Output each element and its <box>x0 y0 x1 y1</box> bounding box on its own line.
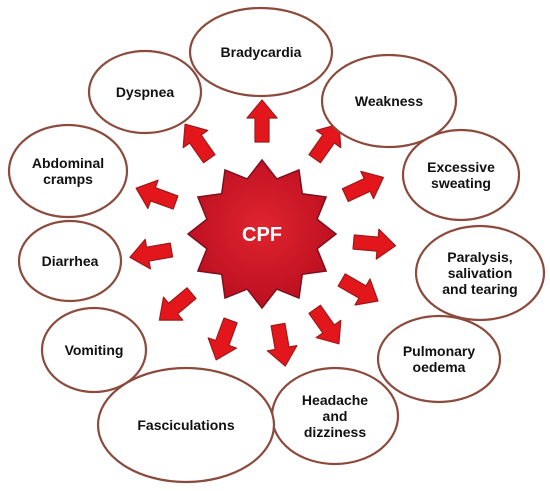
node-label-vomiting-line-1: Vomiting <box>65 342 124 358</box>
node-label-excessive-sweating-line-2: sweating <box>431 175 491 191</box>
arrow-4 <box>352 228 397 260</box>
node-weakness: Weakness <box>320 53 458 149</box>
node-label-pulmonary-oedema-line-2: oedema <box>413 359 466 375</box>
arrows-layer <box>129 99 397 367</box>
node-label-paralysis-line-3: and tearing <box>442 281 517 297</box>
node-ellipse-abdominal-cramps <box>7 123 129 219</box>
node-ellipse-dyspnea <box>87 49 203 135</box>
center-label: CPF <box>242 224 282 246</box>
node-label-bradycardia-line-1: Bradycardia <box>221 44 302 60</box>
arrow-6 <box>308 304 342 345</box>
node-dyspnea: Dyspnea <box>87 49 203 135</box>
node-label-weakness-line-1: Weakness <box>355 93 423 109</box>
arrow-3 <box>341 170 384 203</box>
node-bradycardia: Bradycardia <box>188 6 334 98</box>
node-ellipse-paralysis <box>414 224 546 322</box>
arrow-12 <box>182 123 216 164</box>
node-label-excessive-sweating-line-1: Excessive <box>427 159 495 175</box>
arrow-2 <box>308 123 342 164</box>
node-vomiting: Vomiting <box>40 306 148 394</box>
arrow-8 <box>207 317 238 361</box>
node-ellipse-excessive-sweating <box>401 128 521 222</box>
arrow-1 <box>246 99 278 143</box>
node-label-dyspnea-line-1: Dyspnea <box>116 84 175 100</box>
node-ellipse-pulmonary-oedema <box>376 314 502 404</box>
node-label-fasciculations-line-1: Fasciculations <box>137 417 234 433</box>
node-label-headache-line-1: Headache <box>302 392 368 408</box>
arrow-10 <box>129 238 174 270</box>
arrow-5 <box>337 273 379 306</box>
node-label-abdominal-cramps-line-1: Abdominal <box>32 155 104 171</box>
node-ellipse-diarrhea <box>17 219 123 303</box>
node-ellipse-fasciculations <box>96 366 276 484</box>
arrow-7 <box>266 322 298 367</box>
node-label-pulmonary-oedema-line-1: Pulmonary <box>403 343 476 359</box>
node-label-paralysis-line-2: salivation <box>448 265 513 281</box>
center-star-shape <box>186 158 338 310</box>
node-ellipse-vomiting <box>40 306 148 394</box>
node-label-paralysis-line-1: Paralysis, <box>447 249 512 265</box>
arrow-9 <box>158 287 197 321</box>
node-label-diarrhea-line-1: Diarrhea <box>42 253 99 269</box>
node-diarrhea: Diarrhea <box>17 219 123 303</box>
node-ellipse-bradycardia <box>188 6 334 98</box>
node-fasciculations: Fasciculations <box>96 366 276 484</box>
arrow-11 <box>135 179 179 210</box>
node-ellipse-weakness <box>320 53 458 149</box>
node-label-headache-line-2: and <box>323 408 348 424</box>
node-label-headache-line-3: dizziness <box>304 424 366 440</box>
nodes-layer: BradycardiaWeaknessExcessivesweatingPara… <box>7 6 546 484</box>
node-label-abdominal-cramps-line-2: cramps <box>43 171 93 187</box>
center-layer: CPF <box>186 158 338 310</box>
